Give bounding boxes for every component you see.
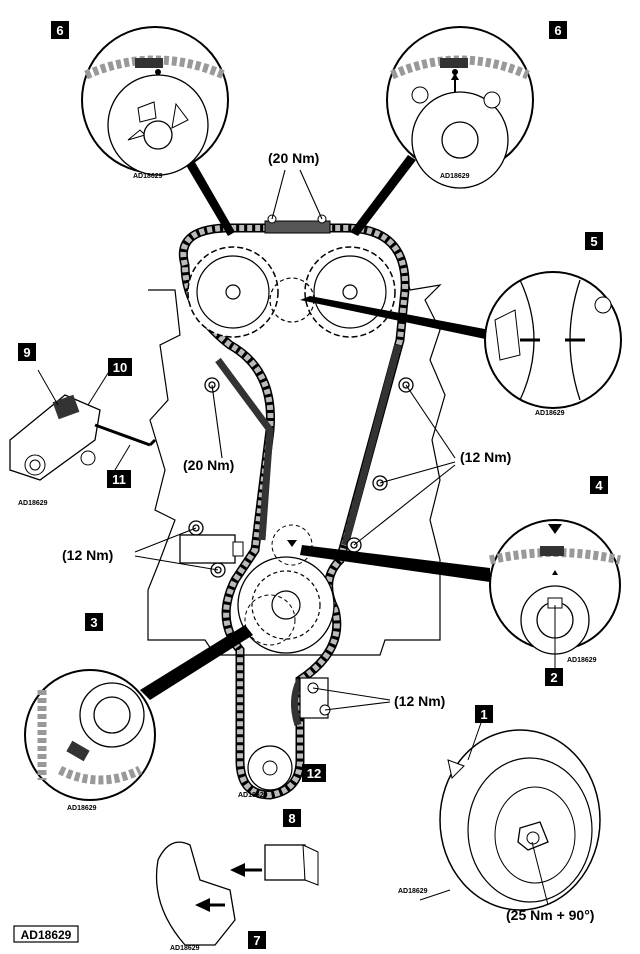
callout-4: 4 [590,476,608,494]
callout-1: 1 [475,705,493,723]
detail-6-right [386,26,534,189]
callout-9: 9 [18,343,36,361]
svg-text:6: 6 [554,23,561,38]
crank-pulley-detail [419,719,601,911]
callout-8: 8 [283,809,301,827]
svg-text:7: 7 [253,933,260,948]
svg-text:9: 9 [23,345,30,360]
callout-10: 10 [108,358,132,376]
figure-ref: AD18629 [13,925,79,943]
torque-label-right-guide: (12 Nm) [460,449,511,465]
cam-sprocket-right [304,246,396,338]
svg-text:10: 10 [113,360,127,375]
torque-label-tensioner: (12 Nm) [62,547,113,563]
callout-6-left: 6 [51,21,69,39]
small-ref: AD18629 [238,792,268,799]
small-ref: AD18629 [567,657,597,664]
svg-text:3: 3 [90,615,97,630]
callout-6-right: 6 [549,21,567,39]
detail-6-left [81,26,229,176]
svg-text:1: 1 [480,707,487,722]
svg-text:11: 11 [112,472,126,487]
svg-text:6: 6 [56,23,63,38]
torque-label-lower-tensioner: (12 Nm) [394,693,445,709]
small-ref: AD18629 [440,173,470,180]
small-ref: AD18629 [133,173,163,180]
detail-5 [484,271,622,409]
callout-5: 5 [585,232,603,250]
small-ref: AD18629 [170,945,200,952]
small-ref: AD18629 [67,805,97,812]
detail-3 [24,669,156,801]
small-ref: AD18629 [18,500,48,507]
svg-text:AD18629: AD18629 [21,928,72,942]
callout-2: 2 [545,668,563,686]
timing-chain [179,223,410,800]
svg-text:4: 4 [595,478,603,493]
callout-7: 7 [248,931,266,949]
crank-sprocket [237,524,335,654]
svg-text:2: 2 [550,670,557,685]
small-ref: AD18629 [535,410,565,417]
chain-guide-detail [155,841,319,946]
svg-text:5: 5 [590,234,597,249]
torque-label-guide-left: (20 Nm) [183,457,234,473]
cam-sprocket-left [187,246,279,338]
callout-12: 12 [302,764,326,782]
torque-label-guide-bolts: (20 Nm) [268,150,319,166]
tensioner-detail [9,369,157,481]
svg-text:8: 8 [288,811,295,826]
callout-11: 11 [107,470,131,488]
torque-label-crank-pulley: (25 Nm + 90°) [506,907,594,923]
svg-text:12: 12 [307,766,321,781]
callout-3: 3 [85,613,103,631]
detail-4 [488,519,622,668]
small-ref: AD18629 [398,888,428,895]
